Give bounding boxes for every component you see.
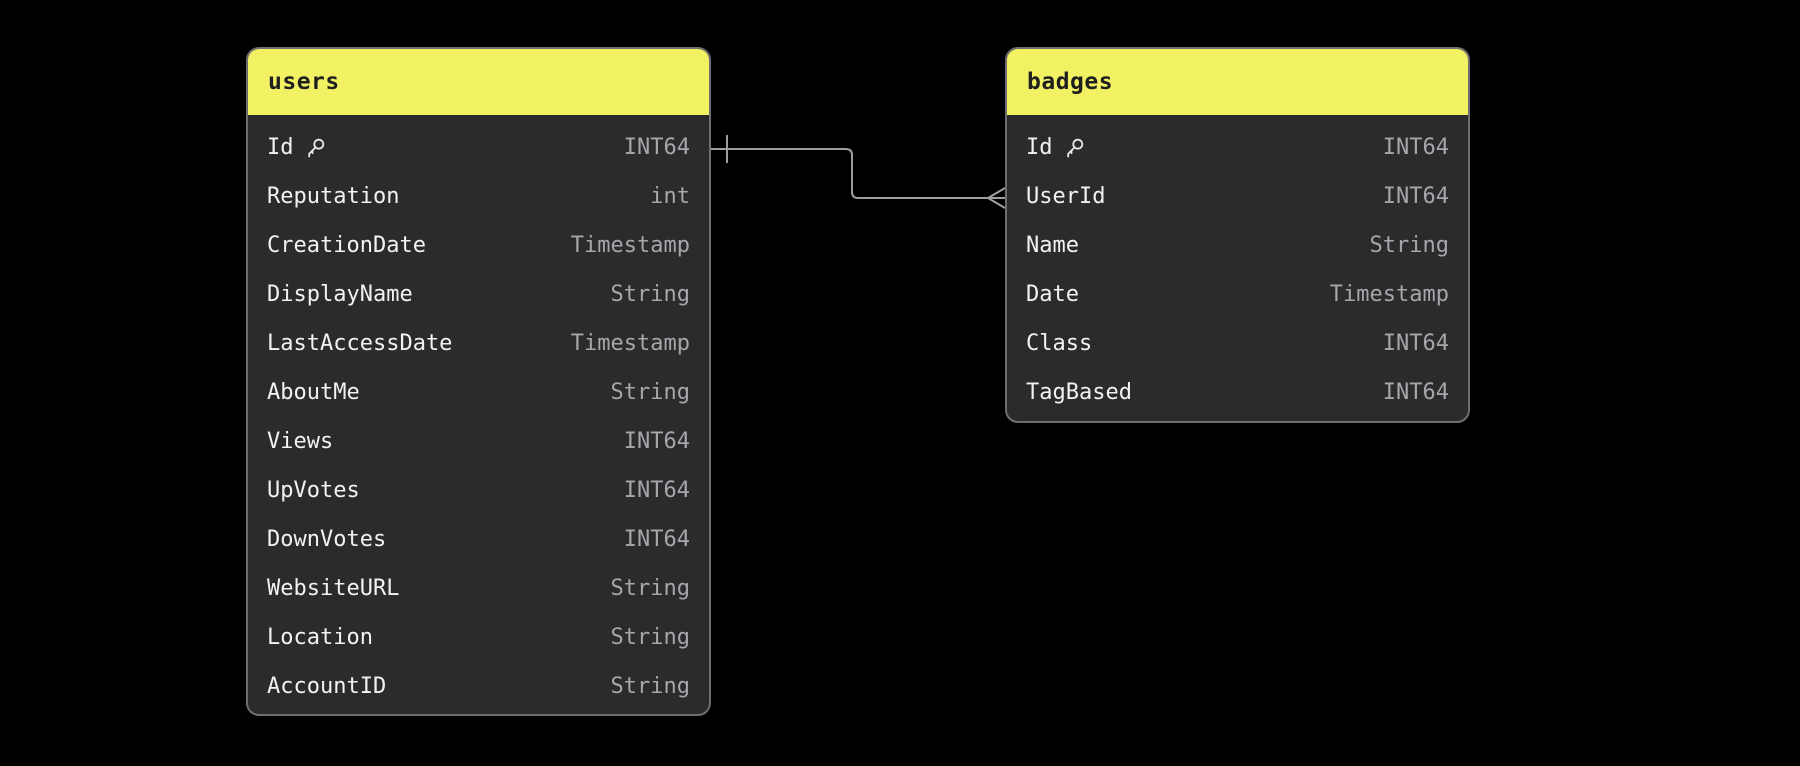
table-row: UpVotes INT64: [248, 466, 709, 515]
field-name-cell: Id: [267, 135, 327, 160]
field-type: INT64: [1382, 184, 1449, 209]
field-name: UserId: [1026, 184, 1106, 209]
field-type: INT64: [623, 527, 690, 552]
table-row: DisplayName String: [248, 270, 709, 319]
field-type: String: [610, 380, 690, 405]
table-row: Date Timestamp: [1007, 270, 1468, 319]
field-name: Views: [267, 429, 334, 454]
table-rows-users: Id INT64 Reputation int CreationDate Tim…: [248, 115, 709, 714]
table-row: UserId INT64: [1007, 172, 1468, 221]
field-type: String: [610, 625, 690, 650]
field-type: INT64: [1382, 380, 1449, 405]
table-row: Id INT64: [1007, 123, 1468, 172]
field-name: LastAccessDate: [267, 331, 453, 356]
field-type: String: [610, 576, 690, 601]
table-row: Id INT64: [248, 123, 709, 172]
field-type: INT64: [623, 478, 690, 503]
table-row: TagBased INT64: [1007, 368, 1468, 417]
table-title: users: [268, 69, 340, 95]
table-header-users[interactable]: users: [248, 49, 709, 115]
field-type: String: [1369, 233, 1449, 258]
field-name: CreationDate: [267, 233, 426, 258]
field-name: Id: [1026, 135, 1053, 160]
field-name: Class: [1026, 331, 1093, 356]
table-row: Views INT64: [248, 417, 709, 466]
field-type: INT64: [623, 135, 690, 160]
field-name: Reputation: [267, 184, 400, 209]
field-name-cell: Id: [1026, 135, 1086, 160]
table-header-badges[interactable]: badges: [1007, 49, 1468, 115]
table-card-users[interactable]: users Id INT64 Reputation int Crea: [246, 47, 711, 716]
field-type: Timestamp: [570, 233, 690, 258]
field-type: String: [610, 282, 690, 307]
field-type: INT64: [1382, 135, 1449, 160]
field-name: UpVotes: [267, 478, 360, 503]
primary-key-icon: [1066, 138, 1083, 157]
field-type: INT64: [623, 429, 690, 454]
table-row: CreationDate Timestamp: [248, 221, 709, 270]
cardinality-crow-foot: [986, 187, 1006, 209]
table-row: DownVotes INT64: [248, 515, 709, 564]
field-name: AboutMe: [267, 380, 360, 405]
field-name: TagBased: [1026, 380, 1132, 405]
table-title: badges: [1027, 69, 1114, 95]
table-row: LastAccessDate Timestamp: [248, 319, 709, 368]
relationship-line: [711, 148, 1005, 199]
table-card-badges[interactable]: badges Id INT64 UserId INT64 Name: [1005, 47, 1470, 423]
field-type: String: [610, 674, 690, 699]
table-row: Location String: [248, 613, 709, 662]
field-type: Timestamp: [570, 331, 690, 356]
table-rows-badges: Id INT64 UserId INT64 Name String Date: [1007, 115, 1468, 421]
field-type: INT64: [1382, 331, 1449, 356]
table-row: Name String: [1007, 221, 1468, 270]
field-name: Id: [267, 135, 294, 160]
table-row: WebsiteURL String: [248, 564, 709, 613]
field-name: Date: [1026, 282, 1079, 307]
field-name: AccountID: [267, 674, 387, 699]
table-row: AccountID String: [248, 662, 709, 711]
table-row: AboutMe String: [248, 368, 709, 417]
field-name: DisplayName: [267, 282, 413, 307]
field-name: Location: [267, 625, 373, 650]
table-row: Class INT64: [1007, 319, 1468, 368]
field-name: Name: [1026, 233, 1079, 258]
field-name: WebsiteURL: [267, 576, 400, 601]
field-type: Timestamp: [1329, 282, 1449, 307]
primary-key-icon: [307, 138, 324, 157]
field-name: DownVotes: [267, 527, 387, 552]
field-type: int: [650, 184, 690, 209]
table-row: Reputation int: [248, 172, 709, 221]
